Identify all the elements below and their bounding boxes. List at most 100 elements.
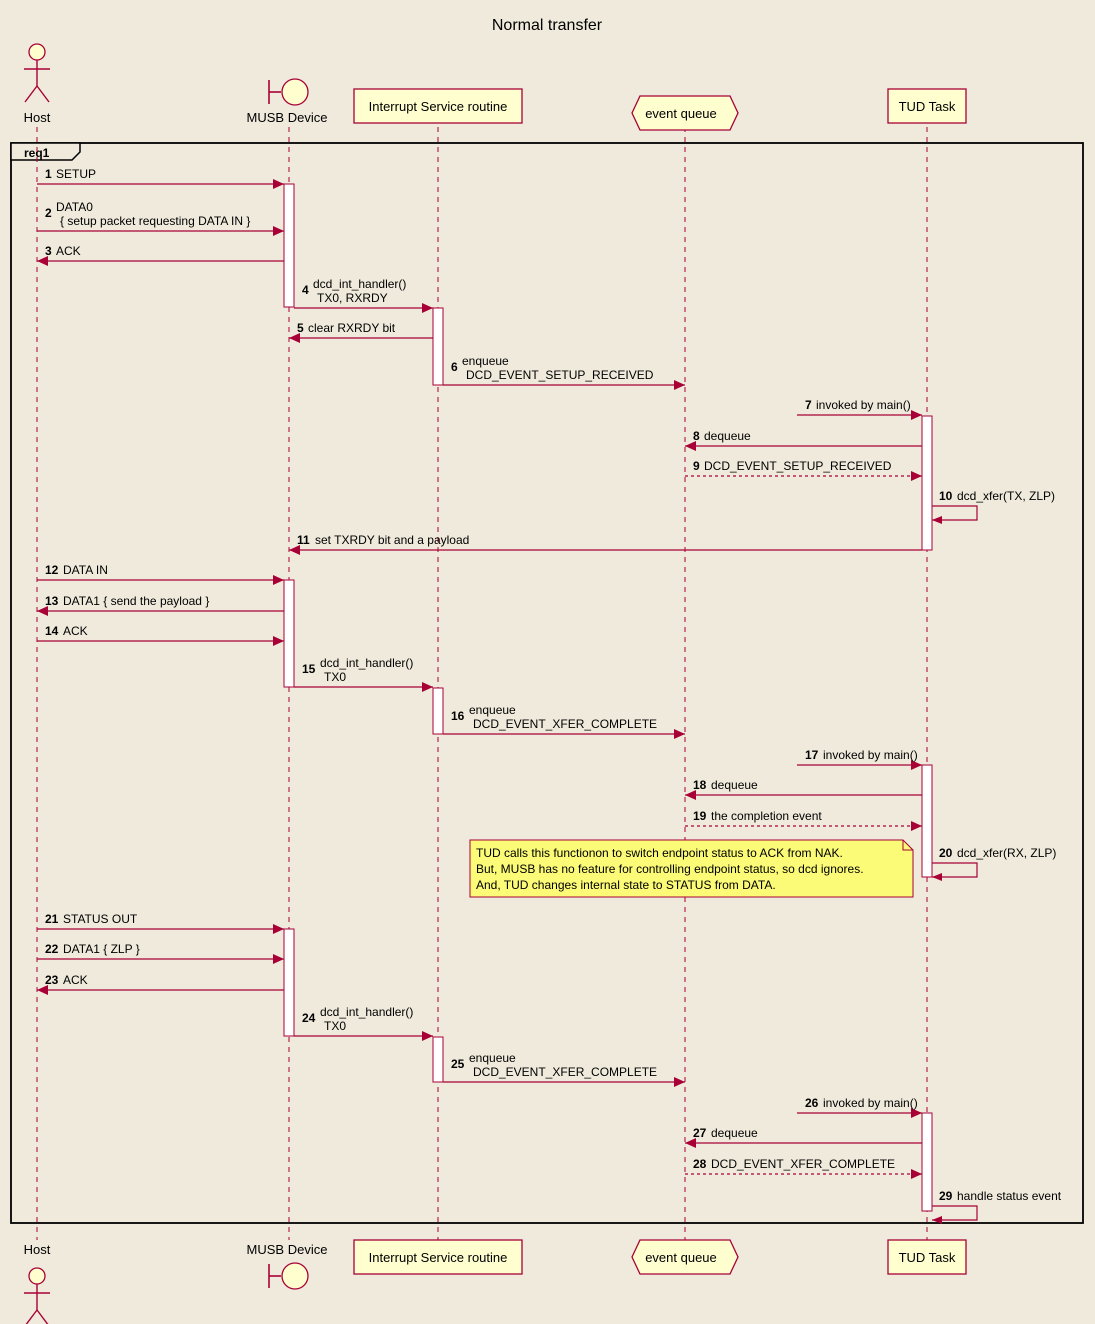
message-25-number: 25 (451, 1057, 465, 1071)
message-1-label: SETUP (56, 167, 96, 181)
message-3-label: ACK (56, 244, 81, 258)
note-box (469, 839, 914, 898)
message-4-number: 4 (302, 283, 309, 297)
actor-leg-right-host-top (36, 85, 50, 103)
message-17-number: 17 (805, 748, 819, 762)
message-17-label: invoked by main() (823, 748, 918, 762)
message-24-label-line-1: dcd_int_handler() (320, 1005, 413, 1019)
message-23-label: ACK (63, 973, 88, 987)
message-25-arrowhead (674, 1077, 685, 1087)
message-8-number: 8 (693, 429, 700, 443)
message-20-label: dcd_xfer(RX, ZLP) (957, 846, 1056, 860)
message-19-number: 19 (693, 809, 707, 823)
message-7-number: 7 (805, 398, 812, 412)
message-5-label: clear RXRDY bit (308, 321, 396, 335)
message-2-number: 2 (45, 206, 52, 220)
note-line-3: And, TUD changes internal state to STATU… (476, 878, 776, 892)
activation-bar-4 (283, 579, 295, 688)
queue-box-event-queue-top (631, 95, 739, 131)
message-10-arrowhead (932, 516, 942, 524)
activation-bar-3 (921, 415, 933, 551)
message-26-label: invoked by main() (823, 1096, 918, 1110)
message-14-arrowhead (273, 636, 284, 646)
participant-label-musb-device-bottom: MUSB Device (247, 1242, 328, 1257)
message-10-label: dcd_xfer(TX, ZLP) (957, 489, 1055, 503)
diagram-title: Normal transfer (492, 17, 603, 34)
group-label: req1 (24, 146, 50, 160)
message-3-number: 3 (45, 244, 52, 258)
actor-icon-host-top (28, 43, 46, 61)
message-29-arrowhead (932, 1216, 942, 1224)
message-21-label: STATUS OUT (63, 912, 138, 926)
message-1-number: 1 (45, 167, 52, 181)
message-20-number: 20 (939, 846, 953, 860)
message-28-number: 28 (693, 1157, 707, 1171)
participant-label-interrupt-service-routine-bottom: Interrupt Service routine (369, 1250, 508, 1265)
activation-bar-7 (283, 928, 295, 1037)
activation-bar-1 (283, 183, 295, 308)
participant-box-tud-task-bottom (887, 1239, 967, 1275)
message-16-label-line-2: DCD_EVENT_XFER_COMPLETE (473, 717, 657, 731)
message-8-arrowhead (685, 441, 696, 451)
message-12-number: 12 (45, 563, 59, 577)
participant-box-interrupt-service-routine-bottom (353, 1239, 523, 1275)
message-9-label: DCD_EVENT_SETUP_RECEIVED (704, 459, 892, 473)
message-16-label-line-1: enqueue (469, 703, 516, 717)
message-14-number: 14 (45, 624, 59, 638)
message-12-arrowhead (273, 575, 284, 585)
message-14-label: ACK (63, 624, 88, 638)
participant-label-event-queue-bottom: event queue (645, 1250, 717, 1265)
group-label-tab (10, 142, 81, 161)
participant-box-tud-task-top (887, 88, 967, 124)
message-20-arrowhead (932, 873, 942, 881)
boundary-icon-musb-device-top (281, 78, 309, 106)
message-10-number: 10 (939, 489, 953, 503)
message-15-label-line-1: dcd_int_handler() (320, 656, 413, 670)
message-13-number: 13 (45, 594, 59, 608)
message-27-number: 27 (693, 1126, 707, 1140)
participant-label-host-bottom: Host (24, 1242, 51, 1257)
message-21-arrowhead (273, 924, 284, 934)
note-fold (902, 840, 913, 851)
message-15-label-line-2: TX0 (324, 670, 346, 684)
message-4-label-line-2: TX0, RXRDY (317, 291, 388, 305)
activation-bar-2 (432, 307, 444, 386)
message-19-arrowhead (911, 821, 922, 831)
message-16-number: 16 (451, 709, 465, 723)
message-13-label: DATA1 { send the payload } (63, 594, 209, 608)
message-7-arrowhead (911, 410, 922, 420)
message-5-number: 5 (297, 321, 304, 335)
message-17-arrowhead (911, 760, 922, 770)
actor-icon-host-bottom (28, 1267, 46, 1285)
message-6-arrowhead (674, 380, 685, 390)
actor-leg-left-host-bottom (25, 1309, 38, 1324)
participant-label-interrupt-service-routine-top: Interrupt Service routine (369, 99, 508, 114)
message-15-number: 15 (302, 662, 316, 676)
message-13-arrowhead (37, 606, 48, 616)
message-6-number: 6 (451, 360, 458, 374)
message-22-number: 22 (45, 942, 59, 956)
message-5-arrowhead (289, 333, 300, 343)
message-29-arrow (932, 1205, 978, 1221)
message-23-arrowhead (37, 985, 48, 995)
message-2-arrowhead (273, 226, 284, 236)
message-29-number: 29 (939, 1189, 953, 1203)
message-22-arrowhead (273, 954, 284, 964)
message-8-label: dequeue (704, 429, 751, 443)
participant-box-interrupt-service-routine-top (353, 88, 523, 124)
message-18-number: 18 (693, 778, 707, 792)
message-19-label: the completion event (711, 809, 822, 823)
message-26-arrowhead (911, 1108, 922, 1118)
message-25-label-line-1: enqueue (469, 1051, 516, 1065)
message-6-label-line-1: enqueue (462, 354, 509, 368)
note-line-1: TUD calls this functionon to switch endp… (476, 846, 843, 860)
note-line-2: But, MUSB has no feature for controlling… (476, 862, 864, 876)
message-4-label-line-1: dcd_int_handler() (313, 277, 406, 291)
message-25-label-line-2: DCD_EVENT_XFER_COMPLETE (473, 1065, 657, 1079)
message-23-number: 23 (45, 973, 59, 987)
group-frame (10, 142, 1084, 1224)
participant-label-tud-task-top: TUD Task (899, 99, 956, 114)
message-28-arrowhead (911, 1169, 922, 1179)
message-20-arrow (932, 862, 978, 878)
